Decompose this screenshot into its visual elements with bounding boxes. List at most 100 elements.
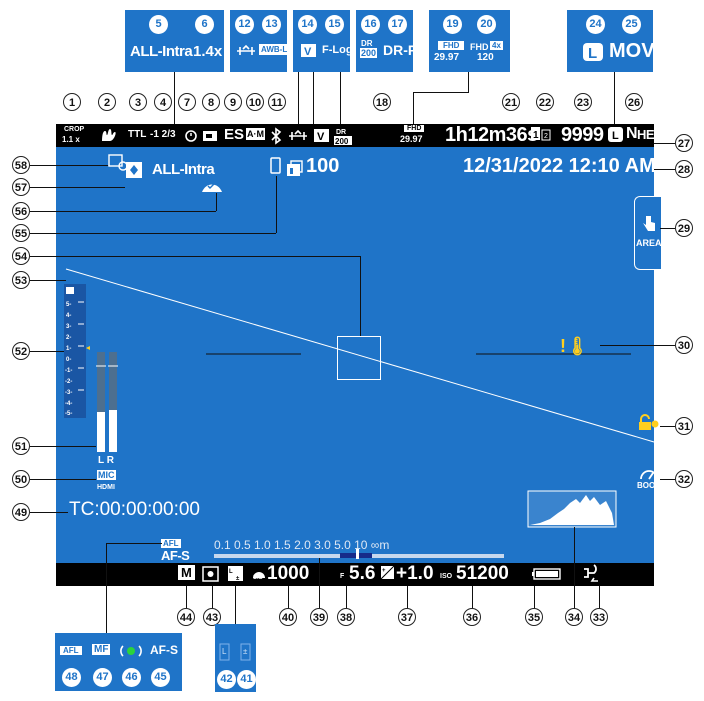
callout-18: 18 <box>373 93 391 111</box>
callout-11: 11 <box>268 93 286 111</box>
svg-text:-2-: -2- <box>65 379 72 385</box>
stabilization-hand-icon <box>98 127 118 148</box>
svg-text:5-: 5- <box>66 302 71 308</box>
exposure-scale <box>64 284 86 418</box>
svg-text:-5-: -5- <box>65 411 72 417</box>
callout-31: 31 <box>675 417 693 435</box>
wb-label: AWB-L <box>259 44 290 55</box>
callout-3: 3 <box>129 93 147 111</box>
callout-10: 10 <box>246 93 264 111</box>
date-time: 12/31/2022 12:10 AM <box>463 155 656 177</box>
callout-29: 29 <box>675 219 693 237</box>
boost-icon <box>639 467 659 486</box>
svg-text:1: 1 <box>533 130 539 141</box>
film-label: F-Log <box>322 44 353 56</box>
battery-icon <box>532 567 564 586</box>
callout-54: 54 <box>12 247 30 265</box>
image-quality: N <box>626 125 638 142</box>
callout-32: 32 <box>675 470 693 488</box>
shutter-type: ES <box>224 126 245 143</box>
callout-44: 44 <box>177 608 195 626</box>
callout-1: 1 <box>63 93 81 111</box>
dr-top: DR <box>361 39 373 48</box>
dr-p-label: DR-P <box>383 42 418 58</box>
svg-text:L: L <box>229 569 233 575</box>
callout-19: 19 <box>443 15 462 34</box>
touch-area-button[interactable] <box>634 196 661 270</box>
svg-text:L: L <box>222 647 227 656</box>
codec-overlay: ALL-Intra <box>152 161 215 178</box>
exposure-scale-ticks: 5-4-3-2-1- 0--1--2--3--4--5- <box>65 287 90 417</box>
callout-30: 30 <box>675 336 693 354</box>
recording-time: 1h12m36s <box>445 124 538 146</box>
callout-52: 52 <box>12 342 30 360</box>
callout-27: 27 <box>675 134 693 152</box>
svg-text:0-: 0- <box>66 357 71 363</box>
camera-screen <box>56 124 654 586</box>
svg-text:V: V <box>317 131 325 143</box>
focus-mode: AF-S <box>161 548 190 563</box>
callout-16: 16 <box>361 15 380 34</box>
aperture-f-label: F <box>340 573 345 580</box>
callout-21: 21 <box>502 93 520 111</box>
callout-6: 6 <box>195 15 214 34</box>
boost-label: BOOST <box>637 481 666 490</box>
callout-13: 13 <box>262 15 281 34</box>
stabilizer-icon <box>236 44 256 62</box>
callout-2: 2 <box>98 93 116 111</box>
fhd-e: 120 <box>477 52 494 63</box>
callout-15: 15 <box>325 15 344 34</box>
exposure-mode: M <box>178 565 195 580</box>
callout-46: 46 <box>122 668 141 687</box>
film-sim-icon: V <box>300 42 318 63</box>
focus-frame[interactable] <box>337 336 381 380</box>
callout-42: 42 <box>217 670 236 689</box>
callout-55: 55 <box>12 224 30 242</box>
mov-label: MOV <box>609 40 655 62</box>
callout-17: 17 <box>388 15 407 34</box>
callout-28: 28 <box>675 160 693 178</box>
touch-hand-icon <box>641 214 657 237</box>
svg-text:+: + <box>382 568 386 574</box>
codec-label: ALL-Intra <box>130 43 193 60</box>
exposure-comp-value: +1.0 <box>396 563 434 584</box>
fhd-a: FHD <box>438 41 465 50</box>
callout-20: 20 <box>477 15 496 34</box>
temperature-warning-icon: !🌡 <box>560 336 589 356</box>
svg-text:2: 2 <box>544 133 548 140</box>
callout-40: 40 <box>279 608 297 626</box>
svg-text:-1-: -1- <box>65 368 72 374</box>
dr-value: 200 <box>360 48 378 58</box>
callout-8: 8 <box>202 93 220 111</box>
callout-41: 41 <box>237 670 256 689</box>
stabilizer-mode-icon <box>288 129 308 147</box>
ae-lock-icon: L± <box>228 566 244 587</box>
hdmi-label: HDMI <box>97 484 115 491</box>
movie-mode-fhd: FHD <box>404 125 425 132</box>
svg-text:1-: 1- <box>66 346 71 352</box>
power-plug-icon <box>582 564 602 587</box>
svg-text:200: 200 <box>335 137 349 146</box>
top-status-bar <box>56 124 654 147</box>
svg-text:V: V <box>304 46 312 58</box>
mic-level-meter <box>96 352 118 452</box>
focus-position-marker <box>356 549 359 559</box>
metering-icon <box>202 566 220 587</box>
callout-53: 53 <box>12 271 30 289</box>
exposure-comp-icon: + <box>380 565 395 585</box>
callout-26: 26 <box>625 93 643 111</box>
callout-47: 47 <box>93 668 112 687</box>
callout-36: 36 <box>463 608 481 626</box>
callout-48: 48 <box>62 668 81 687</box>
zoom-label: 1.4x <box>193 43 223 60</box>
svg-text:-3-: -3- <box>65 390 72 396</box>
svg-text:L: L <box>612 130 619 142</box>
ae-lock-b-icon: ± <box>240 643 252 666</box>
callout-24: 24 <box>586 15 605 34</box>
callout-14: 14 <box>298 15 317 34</box>
callout-39: 39 <box>310 608 328 626</box>
fhd-b: 29.97 <box>434 52 460 63</box>
iso-value: 51200 <box>456 563 509 584</box>
movie-frames: 100 <box>306 155 340 177</box>
callout-23: 23 <box>574 93 592 111</box>
